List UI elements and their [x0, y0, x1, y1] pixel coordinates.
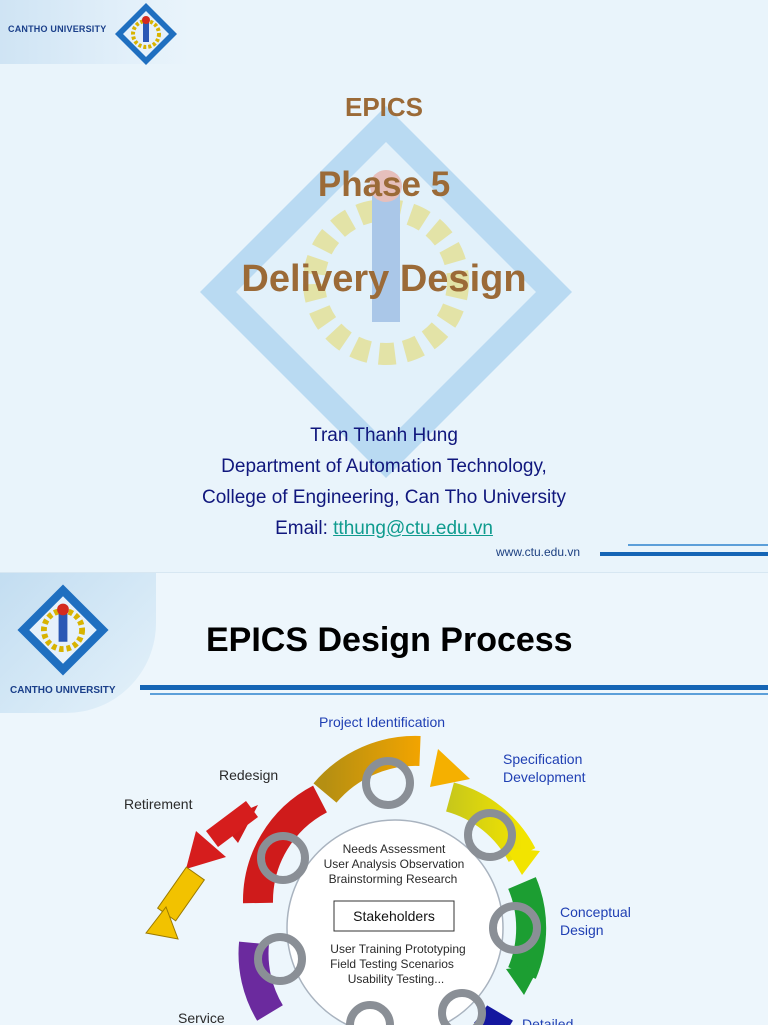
author-department: Department of Automation Technology, [221, 456, 547, 477]
stakeholders-label: Stakeholders [353, 908, 435, 924]
footer-bar [600, 552, 768, 556]
label-specification-1: Specification [503, 751, 582, 767]
label-specification-2: Development [503, 769, 586, 785]
recycle-icon [254, 757, 541, 1025]
email-link[interactable]: tthung@ctu.edu.vn [333, 518, 493, 539]
email-label: Email: [275, 518, 334, 539]
university-name: CANTHO UNIVERSITY [10, 685, 116, 696]
inner-line-5: Field Testing Scenarios [330, 957, 454, 971]
process-slide: CANTHO UNIVERSITY EPICS Design Process [0, 572, 768, 1025]
inner-line-3: Brainstorming Research [329, 872, 458, 886]
arrow-head-yellow [430, 749, 470, 787]
university-logo [17, 584, 109, 676]
arc-project-identification [313, 735, 421, 804]
arc-service [238, 941, 284, 1021]
title-underline-accent [150, 693, 768, 695]
label-service: Service [178, 1010, 225, 1025]
university-logo [115, 3, 177, 65]
label-project-identification: Project Identification [319, 714, 445, 730]
arrow-head-green [506, 965, 540, 995]
label-conceptual-1: Conceptual [560, 904, 631, 920]
label-redesign: Redesign [219, 767, 278, 783]
label-detailed: Detailed [522, 1016, 573, 1025]
inner-line-4: User Training Prototyping [330, 942, 465, 956]
website-url: www.ctu.edu.vn [496, 545, 581, 559]
arc-conceptual [508, 877, 547, 979]
university-name: CANTHO UNIVERSITY [8, 24, 107, 34]
arc-specification [445, 782, 536, 863]
author-name: Tran Thanh Hung [310, 425, 458, 446]
author-email-line: Email: tthung@ctu.edu.vn [0, 518, 768, 540]
title-underline-bar [140, 685, 768, 690]
heading-phase: Phase 5 [317, 165, 451, 204]
label-retirement: Retirement [124, 796, 193, 812]
footer-accent-line [628, 544, 768, 546]
title-slide: CANTHO UNIVERSITY EPICS Phase 5 Delivery… [0, 0, 768, 559]
slide-title: EPICS Design Process [206, 621, 573, 659]
heading-delivery-design: Delivery Design [241, 258, 527, 300]
arc-redesign [242, 785, 328, 904]
design-process-cycle: Project Identification Specification Dev… [124, 714, 631, 1025]
heading-epics: EPICS [344, 92, 424, 122]
stakeholders-box [333, 900, 455, 932]
arc-detailed [473, 1005, 513, 1025]
inner-line-6: Usability Testing... [348, 972, 445, 986]
inner-line-1: Needs Assessment [343, 842, 446, 856]
watermark-logo [200, 106, 572, 478]
author-college: College of Engineering, Can Tho Universi… [201, 487, 566, 508]
arrow-head-lime [506, 848, 540, 875]
label-conceptual-2: Design [560, 922, 604, 938]
retirement-arrow-red [206, 801, 258, 847]
inner-line-2: User Analysis Observation [324, 857, 465, 871]
